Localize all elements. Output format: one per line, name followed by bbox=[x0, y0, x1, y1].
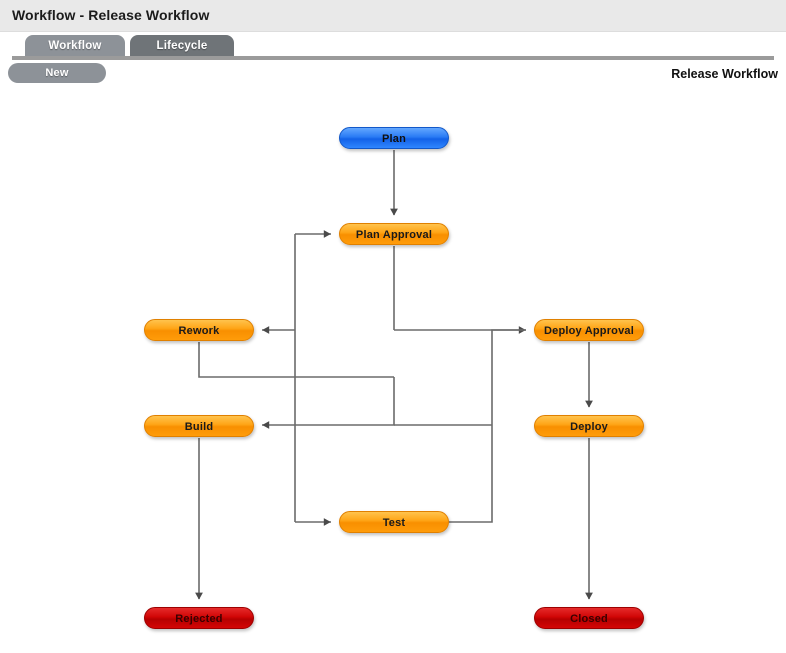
workflow-node-deploy[interactable]: Deploy bbox=[534, 415, 644, 437]
workflow-node-plan[interactable]: Plan bbox=[339, 127, 449, 149]
new-button[interactable]: New bbox=[8, 63, 106, 83]
workflow-canvas[interactable]: Plan Plan Approval Rework Deploy Approva… bbox=[0, 88, 786, 653]
workflow-node-rejected[interactable]: Rejected bbox=[144, 607, 254, 629]
workflow-node-rework[interactable]: Rework bbox=[144, 319, 254, 341]
workflow-node-closed[interactable]: Closed bbox=[534, 607, 644, 629]
workflow-node-plan-approval[interactable]: Plan Approval bbox=[339, 223, 449, 245]
tab-strip: Workflow Lifecycle bbox=[0, 33, 786, 58]
workflow-context-label: Release Workflow bbox=[671, 67, 778, 81]
workflow-node-build[interactable]: Build bbox=[144, 415, 254, 437]
edge-plan-approval-to-build bbox=[262, 377, 395, 429]
tab-lifecycle[interactable]: Lifecycle bbox=[130, 35, 234, 58]
window-titlebar: Workflow - Release Workflow bbox=[0, 0, 786, 32]
workflow-node-test[interactable]: Test bbox=[339, 511, 449, 533]
workflow-edge-layer bbox=[195, 150, 593, 600]
tab-workflow[interactable]: Workflow bbox=[25, 35, 125, 58]
workflow-node-deploy-approval[interactable]: Deploy Approval bbox=[534, 319, 644, 341]
toolbar-divider bbox=[12, 56, 774, 60]
edge-test-to-deploy-approval bbox=[449, 329, 526, 523]
page-title: Workflow - Release Workflow bbox=[12, 7, 210, 23]
edge-rework-to-build-rail bbox=[198, 342, 394, 378]
